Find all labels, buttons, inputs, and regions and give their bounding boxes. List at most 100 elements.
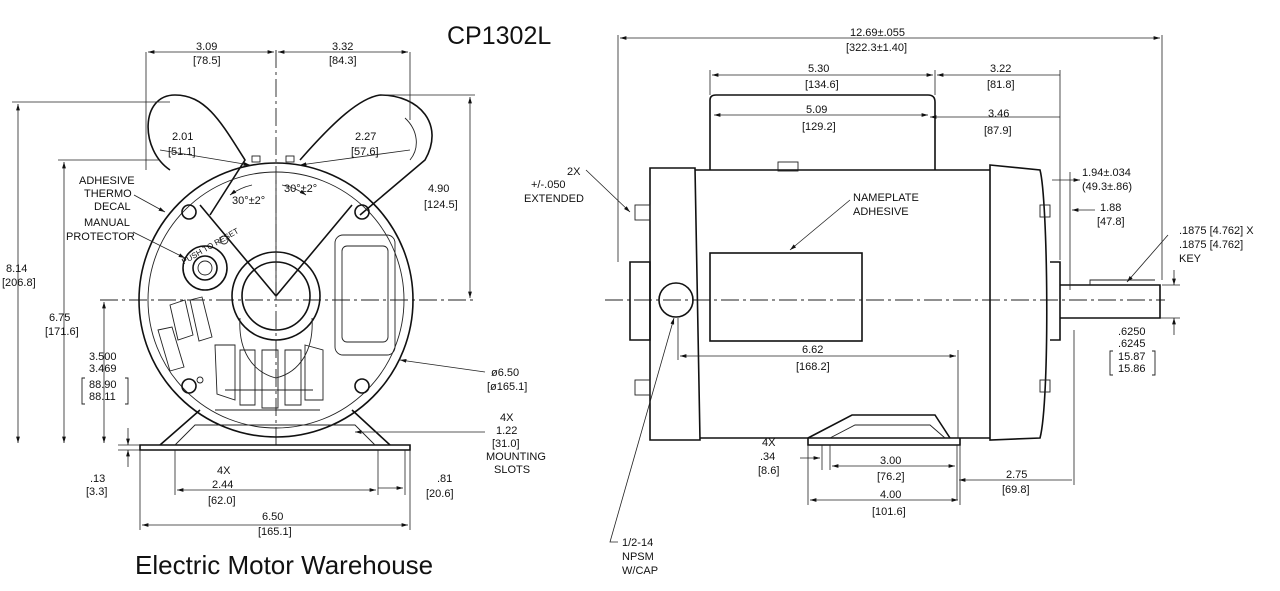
drawing-title: CP1302L: [447, 22, 551, 50]
front-end-bell: [649, 167, 701, 441]
svg-text:[168.2]: [168.2]: [796, 361, 830, 373]
dim-034: 4X: [762, 437, 776, 449]
dim-shaft-height: 3.500: [89, 351, 117, 363]
svg-text:.1875 [4.762]: .1875 [4.762]: [1179, 239, 1243, 251]
svg-text:[76.2]: [76.2]: [877, 471, 905, 483]
svg-text:PROTECTOR: PROTECTOR: [66, 231, 135, 243]
svg-text:[124.5]: [124.5]: [424, 199, 458, 211]
svg-text:[8.6]: [8.6]: [758, 465, 779, 477]
angle-left: 30°±2°: [232, 195, 265, 207]
svg-text:2.44: 2.44: [212, 479, 233, 491]
vent-slots: [157, 296, 324, 411]
dim-509: 5.09: [806, 104, 827, 116]
dim-309: 3.09: [196, 41, 217, 53]
motor-housing-outer: [138, 162, 414, 438]
dim-322: 3.22: [990, 63, 1011, 75]
capacitor-box: [709, 94, 936, 170]
angle-right: 30°±2°: [284, 183, 317, 195]
dim-814: 8.14: [6, 263, 27, 275]
dim-650: 6.50: [262, 511, 283, 523]
svg-text:MOUNTING: MOUNTING: [486, 451, 546, 463]
nameplate: [709, 252, 863, 342]
svg-text:THERMO: THERMO: [84, 188, 132, 200]
screw-top-right: [354, 204, 370, 220]
svg-text:NPSM: NPSM: [622, 551, 654, 563]
screw-top-left: [181, 204, 197, 220]
dim-675: 6.75: [49, 312, 70, 324]
svg-text:88.90: 88.90: [89, 379, 117, 391]
conduit-opening: [658, 282, 694, 318]
terminal-box: [334, 234, 396, 356]
manual-protector-label: MANUAL: [84, 217, 130, 229]
motor-housing-inner: [147, 171, 405, 429]
svg-text:[31.0]: [31.0]: [492, 438, 520, 450]
right-capacitor-lobe: [299, 94, 433, 216]
dim-332: 3.32: [332, 41, 353, 53]
svg-text:[81.8]: [81.8]: [987, 79, 1015, 91]
svg-text:[62.0]: [62.0]: [208, 495, 236, 507]
svg-text:3.469: 3.469: [89, 363, 117, 375]
svg-text:[134.6]: [134.6]: [805, 79, 839, 91]
svg-text:15.87: 15.87: [1118, 351, 1146, 363]
svg-text:(49.3±.86): (49.3±.86): [1082, 181, 1132, 193]
dim-227: 2.27: [355, 131, 376, 143]
svg-text:88.11: 88.11: [89, 391, 116, 403]
protector-text: PUSH TO RESET: [180, 226, 240, 266]
svg-text:[87.9]: [87.9]: [984, 125, 1012, 137]
foot: [807, 414, 951, 439]
dim-key: .1875 [4.762] X: [1179, 225, 1254, 237]
svg-text:[ø165.1]: [ø165.1]: [487, 381, 527, 393]
side-view: 12.69±.055 [322.3±1.40] 5.30 [134.6] 5.0…: [524, 27, 1254, 577]
dim-013: .13: [90, 473, 105, 485]
dim-npsm: 1/2-14: [622, 537, 653, 549]
svg-text:EXTENDED: EXTENDED: [524, 193, 584, 205]
watermark-text: Electric Motor Warehouse: [135, 550, 433, 580]
dim-275: 2.75: [1006, 469, 1027, 481]
dim-slots: 4X: [500, 412, 514, 424]
dim-extended: 2X: [567, 166, 581, 178]
svg-text:[129.2]: [129.2]: [802, 121, 836, 133]
dim-194: 1.94±.034: [1082, 167, 1131, 179]
mounting-base: [139, 444, 411, 451]
dim-244: 4X: [217, 465, 231, 477]
nameplate-label: NAMEPLATE: [853, 192, 919, 204]
svg-text:.6245: .6245: [1118, 338, 1146, 350]
svg-text:DECAL: DECAL: [94, 201, 131, 213]
dim-400: 4.00: [880, 489, 901, 501]
svg-text:15.86: 15.86: [1118, 363, 1146, 375]
svg-text:KEY: KEY: [1179, 253, 1202, 265]
front-view: PUSH TO RESET 3.09 [78.5] 3.32 [84.3] 2.…: [2, 41, 546, 538]
dim-081: .81: [437, 473, 452, 485]
dim-shaft: .6250: [1118, 326, 1146, 338]
svg-text:[171.6]: [171.6]: [45, 326, 79, 338]
svg-text:ADHESIVE: ADHESIVE: [853, 206, 909, 218]
svg-text:[101.6]: [101.6]: [872, 506, 906, 518]
svg-text:[47.8]: [47.8]: [1097, 216, 1125, 228]
dim-490: 4.90: [428, 183, 449, 195]
svg-text:[3.3]: [3.3]: [86, 486, 107, 498]
manual-protector: [182, 245, 228, 291]
svg-text:[84.3]: [84.3]: [329, 55, 357, 67]
svg-text:[78.5]: [78.5]: [193, 55, 221, 67]
dim-188: 1.88: [1100, 202, 1121, 214]
left-capacitor-lobe: [147, 94, 246, 216]
svg-text:SLOTS: SLOTS: [494, 464, 530, 476]
rear-end-bell: [989, 164, 1048, 441]
dim-346: 3.46: [988, 108, 1009, 120]
shaft: [1060, 284, 1161, 319]
dim-1269: 12.69±.055: [850, 27, 905, 39]
svg-text:[69.8]: [69.8]: [1002, 484, 1030, 496]
svg-text:.34: .34: [760, 451, 775, 463]
svg-text:1.22: 1.22: [496, 425, 517, 437]
svg-text:+/-.050: +/-.050: [531, 179, 566, 191]
adhesive-label: ADHESIVE: [79, 175, 135, 187]
svg-text:[57.6]: [57.6]: [351, 146, 379, 158]
dim-201: 2.01: [172, 131, 193, 143]
dim-662: 6.62: [802, 344, 823, 356]
dim-300: 3.00: [880, 455, 901, 467]
dim-diameter: ø6.50: [491, 367, 519, 379]
svg-text:[20.6]: [20.6]: [426, 488, 454, 500]
svg-text:[322.3±1.40]: [322.3±1.40]: [846, 42, 907, 54]
screw-bottom-right: [354, 378, 370, 394]
screw-bottom-left: [181, 378, 197, 394]
